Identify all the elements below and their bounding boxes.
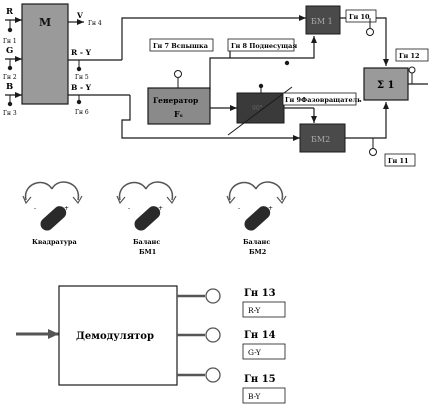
demodulator-label: Демодулятор [76, 331, 154, 342]
signal-by-text: B-Y [248, 392, 261, 401]
phase-shifter: 90° [227, 83, 293, 136]
jack-gn8[interactable] [284, 60, 290, 66]
knob-quadrature-plus: + [64, 205, 69, 212]
tap-gn5-label: Гн 5 [75, 74, 89, 81]
knob-bm1-label-2: БМ1 [139, 248, 156, 256]
tap-gn8-text: Гн 8 Поднесущая [231, 42, 297, 50]
input-label-b: B [6, 82, 13, 92]
tap-gn12: Гн 12 [395, 48, 429, 84]
tap-gn11-text: Гн 11 [388, 157, 409, 165]
knob-quadrature-minus: - [34, 205, 36, 212]
summer-label: Σ 1 [377, 80, 395, 91]
jack-gn9[interactable] [258, 83, 264, 89]
knob-bm2-minus: - [238, 205, 240, 212]
generator-block [147, 87, 211, 125]
phase-shifter-block [236, 92, 285, 124]
phase-adjust-arrow[interactable] [227, 86, 293, 136]
tap-gn13-label: Гн 13 [244, 288, 276, 299]
knob-balance-bm2[interactable]: - + Баланс БМ2 [226, 181, 287, 256]
tap-gn9: Гн 9Фазовращатель [282, 92, 362, 106]
knob-quadrature-label: Квадратура [32, 238, 77, 246]
modulator-label: M [39, 16, 51, 29]
output-label-v: V [76, 11, 83, 20]
bm1-block [305, 5, 341, 35]
tap-gn12-text: Гн 12 [399, 52, 420, 60]
bm2-label: БМ2 [311, 135, 330, 144]
tap-gn8: Гн 8 Поднесущая [227, 38, 297, 66]
modulator-input-r: R Гн 1 [3, 7, 22, 45]
jack-gn12[interactable] [408, 66, 416, 74]
modulator-block [21, 3, 69, 105]
jack-gn10[interactable] [366, 28, 374, 36]
modulator-output-by: B - Y Гн 6 [68, 83, 130, 116]
modulator-input-g: G Гн 2 [3, 46, 22, 81]
signal-ry-box [242, 301, 286, 318]
tap-gn14-label: Гн 14 [244, 330, 276, 341]
knob-bm2-label-1: Баланс [243, 238, 270, 246]
knob-bm2-handle[interactable] [242, 204, 273, 234]
signal-by-box [242, 387, 286, 404]
signal-gy-text: G-Y [248, 348, 262, 357]
tap-gn3-label: Гн 3 [3, 110, 17, 117]
jack-gn1[interactable] [7, 27, 13, 33]
tap-gn10: Гн 10 [345, 9, 377, 36]
summer-block [363, 67, 409, 101]
generator: Генератор Fₛ [147, 70, 211, 125]
bm1-label: БМ 1 [311, 17, 333, 26]
knob-bm1-handle[interactable] [132, 204, 163, 234]
knob-balance-bm1[interactable]: - + Баланс БМ1 [116, 181, 177, 256]
tap-gn10-text: Гн 10 [349, 13, 370, 21]
tap-gn6-label: Гн 6 [75, 109, 89, 116]
tap-gn7: Гн 7 Вспышка [149, 38, 214, 52]
tap-gn15-label: Гн 15 [244, 374, 276, 385]
input-label-r: R [6, 7, 14, 17]
tap-gn2-label: Гн 2 [3, 74, 17, 81]
tap-gn7-text: Гн 7 Вспышка [153, 42, 209, 50]
jack-gn13[interactable] [205, 288, 221, 304]
tap-gn11: Гн 11 [369, 138, 416, 167]
jack-gn11[interactable] [369, 148, 377, 156]
signal-gy-box [242, 343, 286, 360]
summer: Σ 1 [363, 67, 409, 101]
generator-label: Генератор [153, 96, 198, 105]
knob-bm2-plus: + [268, 205, 273, 212]
bm2-block [299, 123, 346, 153]
modulator-input-b: B Гн 3 [3, 82, 22, 117]
bm1: БМ 1 [305, 5, 341, 35]
output-label-ry: R - Y [71, 48, 92, 57]
input-label-g: G [6, 46, 13, 56]
output-label-by: B - Y [71, 83, 92, 92]
jack-gn6[interactable] [76, 99, 82, 105]
knob-bm1-label-1: Баланс [133, 238, 160, 246]
jack-gn2[interactable] [7, 65, 13, 71]
modulator-output-v: V Гн 4 [68, 11, 102, 27]
phase-shifter-label: 90° [252, 105, 263, 112]
knob-quadrature-handle[interactable] [38, 204, 69, 234]
demodulator: Демодулятор Гн 13 R-Y Гн 14 G-Y Гн 15 B-… [16, 285, 286, 404]
jack-gn15[interactable] [205, 367, 221, 383]
knob-bm2-label-2: БМ2 [249, 248, 266, 256]
knob-bm1-plus: + [158, 205, 163, 212]
knob-bm1-minus: - [128, 205, 130, 212]
generator-freq: Fₛ [174, 109, 183, 119]
signal-ry-text: R-Y [248, 306, 261, 315]
jack-gn5[interactable] [76, 66, 82, 72]
tap-gn9-text: Гн 9Фазовращатель [285, 96, 362, 104]
jack-gn7[interactable] [174, 70, 182, 78]
modulator: M R Гн 1 G Гн 2 B Гн 3 V Гн 4 [3, 3, 130, 117]
jack-gn3[interactable] [7, 101, 13, 107]
modulator-output-ry: R - Y Гн 5 [68, 48, 122, 81]
bm2: БМ2 [299, 123, 346, 153]
tap-gn4-label: Гн 4 [88, 20, 102, 27]
knob-quadrature[interactable]: - + Квадратура [22, 181, 83, 246]
jack-gn14[interactable] [205, 327, 221, 343]
tap-gn1-label: Гн 1 [3, 38, 17, 45]
demodulator-block [58, 285, 178, 386]
